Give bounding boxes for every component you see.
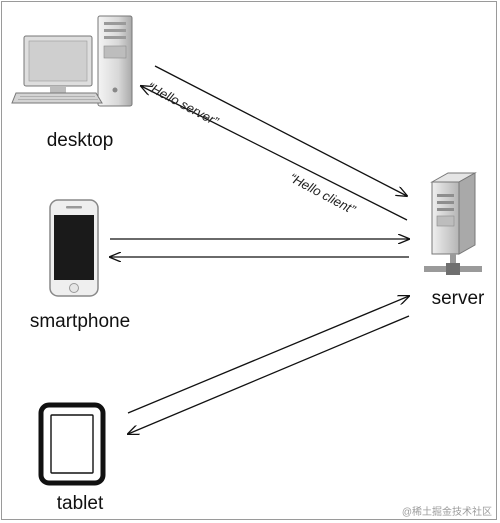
desktop-computer-icon — [11, 15, 133, 107]
arrow-server-to-desktop — [141, 86, 408, 221]
label-desktop: desktop — [46, 130, 114, 151]
watermark: @稀土掘金技术社区 — [401, 507, 492, 518]
smartphone-icon — [49, 199, 99, 297]
server-icon — [424, 172, 482, 275]
arrow-tablet-to-server — [127, 296, 409, 414]
label-server: server — [431, 288, 485, 309]
arrow-server-to-tablet — [128, 315, 410, 434]
tablet-icon — [38, 402, 106, 486]
arrow-desktop-to-server — [154, 65, 407, 196]
label-tablet: tablet — [56, 493, 104, 514]
connection-arrows — [110, 65, 410, 434]
label-smartphone: smartphone — [29, 311, 131, 332]
